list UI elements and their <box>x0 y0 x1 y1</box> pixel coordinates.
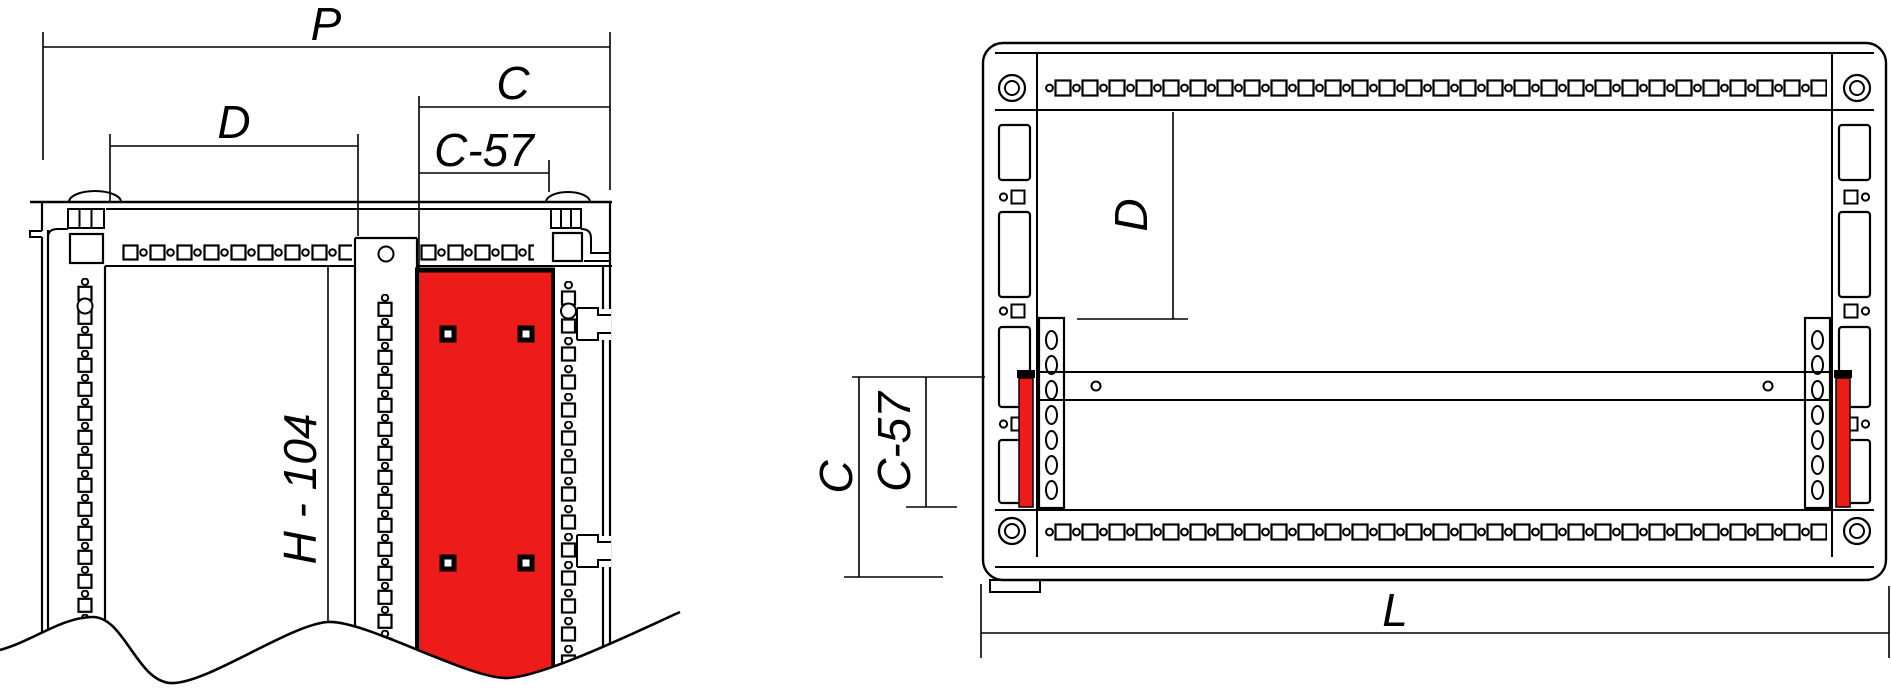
mounting-flange-right-highlight <box>1834 370 1852 508</box>
corner-bracket-top-left <box>47 208 105 265</box>
right-upright-rail <box>557 202 612 684</box>
dim-label-d: D <box>217 96 250 148</box>
corner-bracket-top-right <box>550 208 610 263</box>
dim-label-p: P <box>311 0 342 50</box>
dimension-c57: C-57 <box>419 124 550 192</box>
base-tab <box>989 579 1041 593</box>
break-line <box>0 610 681 685</box>
enclosure-frame <box>981 41 1888 593</box>
dim-label-c57-front: C-57 <box>868 391 920 492</box>
panel-clip-lower <box>576 534 611 568</box>
panel-clip-upper <box>576 307 611 341</box>
perforation-row-right <box>420 243 534 263</box>
perforation-row-left <box>122 243 352 263</box>
dimension-d: D <box>109 96 359 236</box>
dim-label-l: L <box>1382 584 1408 636</box>
dimension-d-front: D <box>1077 112 1188 320</box>
dim-label-h104: H - 104 <box>274 414 326 565</box>
center-upright-rail <box>353 236 419 684</box>
dim-label-c-front: C <box>810 460 862 494</box>
mounting-plate-highlight <box>415 267 555 684</box>
right-view-front: D C C-57 L <box>810 41 1890 658</box>
dimension-l: L <box>980 584 1890 658</box>
left-upright-rail <box>29 202 107 684</box>
dim-label-c: C <box>496 57 530 109</box>
dimension-c: C <box>418 57 610 268</box>
dimension-c57-front: C-57 <box>868 377 957 508</box>
lifting-dome-right <box>545 191 591 203</box>
dimension-p: P <box>42 0 611 190</box>
rail-hole-large <box>76 297 94 315</box>
plate-fixing-holes <box>439 325 535 572</box>
bracket-left <box>1037 316 1066 510</box>
left-view-plan: P C D C-57 H - 104 <box>0 0 681 685</box>
dim-label-d-front: D <box>1105 198 1157 231</box>
rail-hole-large <box>560 302 577 320</box>
dim-label-c57: C-57 <box>434 124 535 176</box>
lifting-dome-left <box>68 190 122 203</box>
cross-rail <box>1040 371 1830 401</box>
enclosure-plan-structure <box>29 190 612 684</box>
bracket-right <box>1803 316 1832 510</box>
bottom-perforation-row <box>1045 521 1827 543</box>
corner-bolt-holes <box>997 73 1872 546</box>
side-rail-right <box>1837 123 1872 505</box>
dimension-c-front: C <box>810 376 985 578</box>
top-perforation-row <box>1045 77 1827 99</box>
mounting-flange-left-highlight <box>1017 370 1035 508</box>
frame-top-rail <box>30 190 612 267</box>
